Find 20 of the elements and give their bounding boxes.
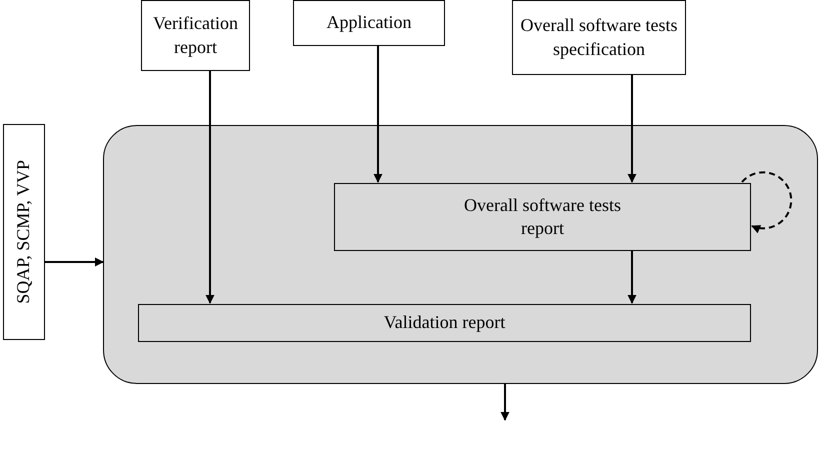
process-box bbox=[3, 124, 45, 340]
arrow bbox=[45, 258, 104, 266]
box-label: Overall software tests specification bbox=[520, 14, 678, 61]
arrow bbox=[500, 384, 510, 421]
box-label: SQAP, SCMP, VVP bbox=[12, 160, 34, 304]
box-label: Verification report bbox=[152, 12, 239, 59]
box-label: Overall software tests report bbox=[463, 194, 622, 240]
box-label: Application bbox=[326, 11, 412, 34]
process-box bbox=[512, 0, 686, 75]
arrow bbox=[374, 46, 382, 183]
box-label: Validation report bbox=[384, 311, 506, 334]
process-box bbox=[293, 0, 445, 46]
process-box bbox=[141, 0, 250, 71]
process-box bbox=[138, 304, 751, 342]
process-box bbox=[334, 183, 751, 251]
arrow bbox=[741, 171, 792, 233]
arrow bbox=[628, 75, 636, 183]
arrow bbox=[628, 250, 636, 304]
arrow bbox=[206, 71, 214, 304]
container-box bbox=[103, 125, 818, 384]
